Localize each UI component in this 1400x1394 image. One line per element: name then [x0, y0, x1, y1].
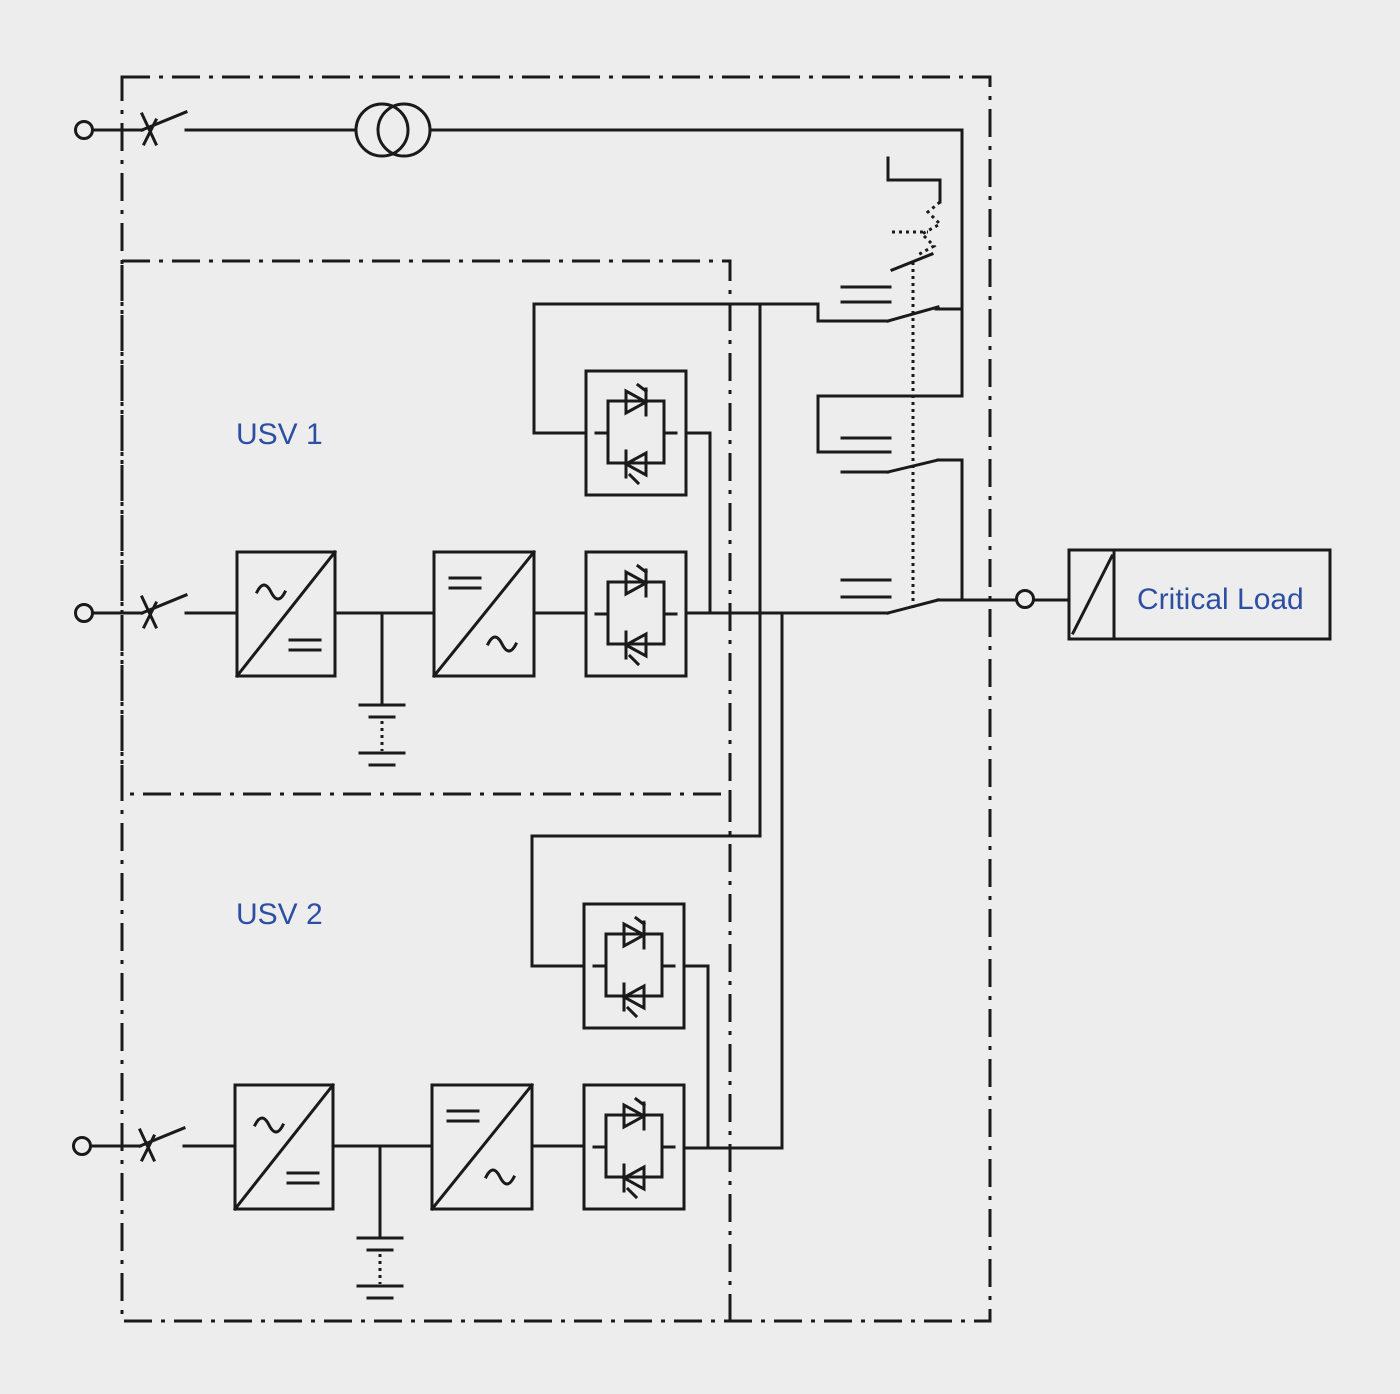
- bypass-breaker: [74, 110, 188, 146]
- transformer-coil-right: [376, 102, 432, 158]
- usv2-input-breaker: [72, 1126, 186, 1162]
- output-terminal: [1015, 589, 1035, 609]
- transformer-coil-left: [354, 102, 410, 158]
- usv1-inverter: [432, 550, 536, 678]
- usv1-inverter-static-switch: [584, 550, 688, 678]
- usv2-inverter: [430, 1083, 534, 1211]
- usv2-label: USV 2: [236, 898, 323, 931]
- critical-load-box: [1067, 548, 1332, 641]
- usv2-battery: [356, 1144, 404, 1300]
- usv1-frame: [120, 259, 732, 796]
- system-frame: [120, 75, 992, 1323]
- usv2-inverter-static-switch: [582, 1083, 686, 1211]
- maintenance-bypass-switch: [886, 156, 943, 608]
- usv2-bypass-static-switch: [582, 902, 686, 1030]
- usv1-bypass-static-switch: [584, 369, 688, 497]
- critical-load-label: Critical Load: [1137, 583, 1304, 616]
- usv1-battery: [358, 611, 406, 767]
- usv1-rectifier: [235, 550, 337, 678]
- usv2-rectifier: [233, 1083, 335, 1211]
- usv1-input-breaker: [74, 593, 188, 629]
- usv1-label: USV 1: [236, 418, 323, 451]
